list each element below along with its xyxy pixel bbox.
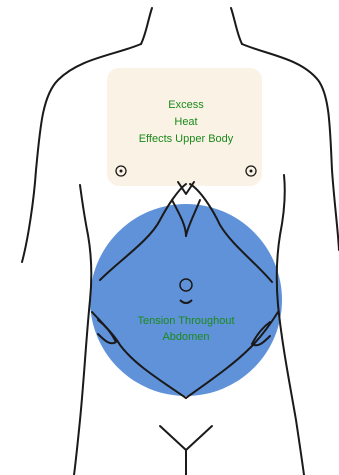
neck-right-line <box>231 8 242 44</box>
groin-right-line <box>186 426 212 450</box>
right-torso-line <box>277 175 304 475</box>
groin-left-line <box>160 426 186 450</box>
abdomen-label-line-2: Abdomen <box>162 331 209 343</box>
left-torso-line <box>74 185 91 475</box>
upper-label-line-3: Effects Upper Body <box>139 133 234 145</box>
neck-left-line <box>141 8 152 44</box>
upper-label-line-1: Excess <box>168 99 204 111</box>
abdomen-label-line-1: Tension Throughout <box>137 315 234 327</box>
upper-label-line-2: Heat <box>174 116 197 128</box>
